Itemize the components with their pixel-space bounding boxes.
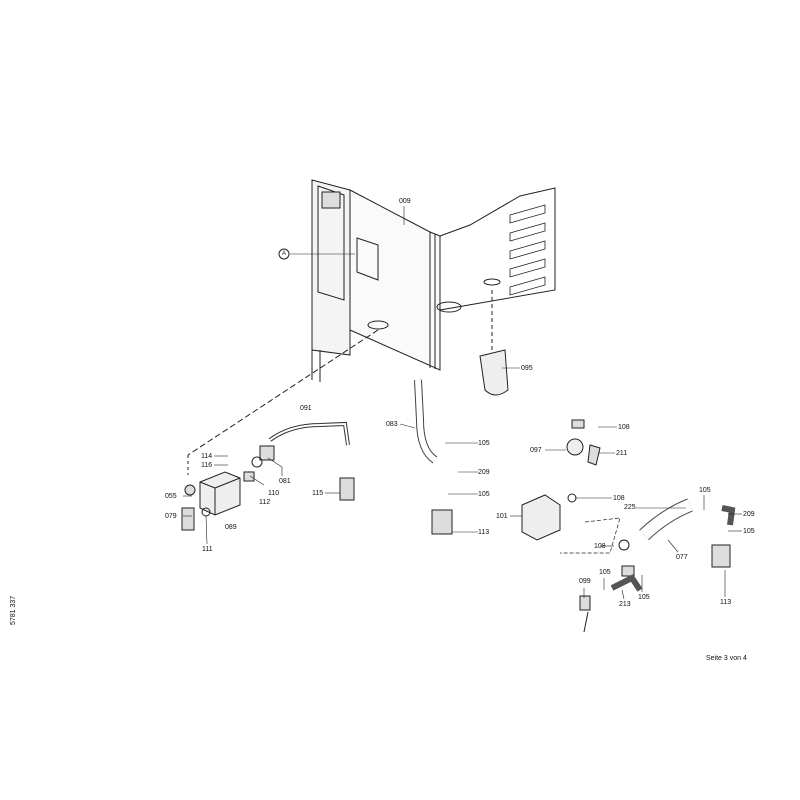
part-089-valve-block [181, 471, 241, 531]
part-label: 213 [619, 601, 631, 608]
part-label: 211 [616, 450, 628, 457]
part-label: 209 [743, 511, 755, 518]
part-label: 009 [399, 198, 411, 205]
page-indicator: Seite 3 von 4 [706, 655, 747, 662]
part-label: 108 [594, 543, 606, 550]
part-label: 105 [478, 440, 490, 447]
part-label: 099 [579, 578, 591, 585]
callout-a-circle [278, 248, 290, 260]
part-113-valve [431, 509, 731, 568]
part-091-pipe [268, 421, 350, 446]
part-label: 108 [613, 495, 625, 502]
oven-cabinet [311, 179, 556, 382]
callout-a-label: A [282, 251, 287, 257]
part-label: 105 [638, 594, 650, 601]
part-label: 113 [720, 599, 732, 606]
part-label: 111 [202, 546, 213, 553]
part-label: 209 [478, 469, 490, 476]
part-label: 089 [225, 524, 237, 531]
document-number: 5781 337 [10, 595, 17, 625]
part-label: 079 [165, 513, 177, 520]
part-label: 091 [300, 405, 312, 412]
part-label: 105 [599, 569, 611, 576]
right-assembly-parts [521, 419, 736, 633]
part-label: 115 [312, 490, 324, 497]
part-label: 113 [478, 529, 490, 536]
part-label: 112 [259, 499, 271, 506]
part-label: 077 [676, 554, 688, 561]
part-label: 105 [478, 491, 490, 498]
part-label: 055 [165, 493, 177, 500]
part-label: 095 [521, 365, 533, 372]
leader-lines [183, 206, 742, 600]
part-label: 114 [201, 453, 213, 460]
part-label: 101 [496, 513, 508, 520]
part-115-valve [339, 477, 355, 501]
part-label: 105 [743, 528, 755, 535]
part-label: 225 [624, 504, 636, 511]
part-095-siphon [479, 290, 509, 396]
part-label: 108 [618, 424, 630, 431]
part-label: 116 [201, 462, 213, 469]
part-label: 097 [530, 447, 542, 454]
part-label: 110 [268, 490, 280, 497]
part-label: 105 [699, 487, 711, 494]
part-081-flange [243, 445, 275, 482]
part-label: 081 [279, 478, 291, 485]
part-label: 083 [386, 421, 398, 428]
